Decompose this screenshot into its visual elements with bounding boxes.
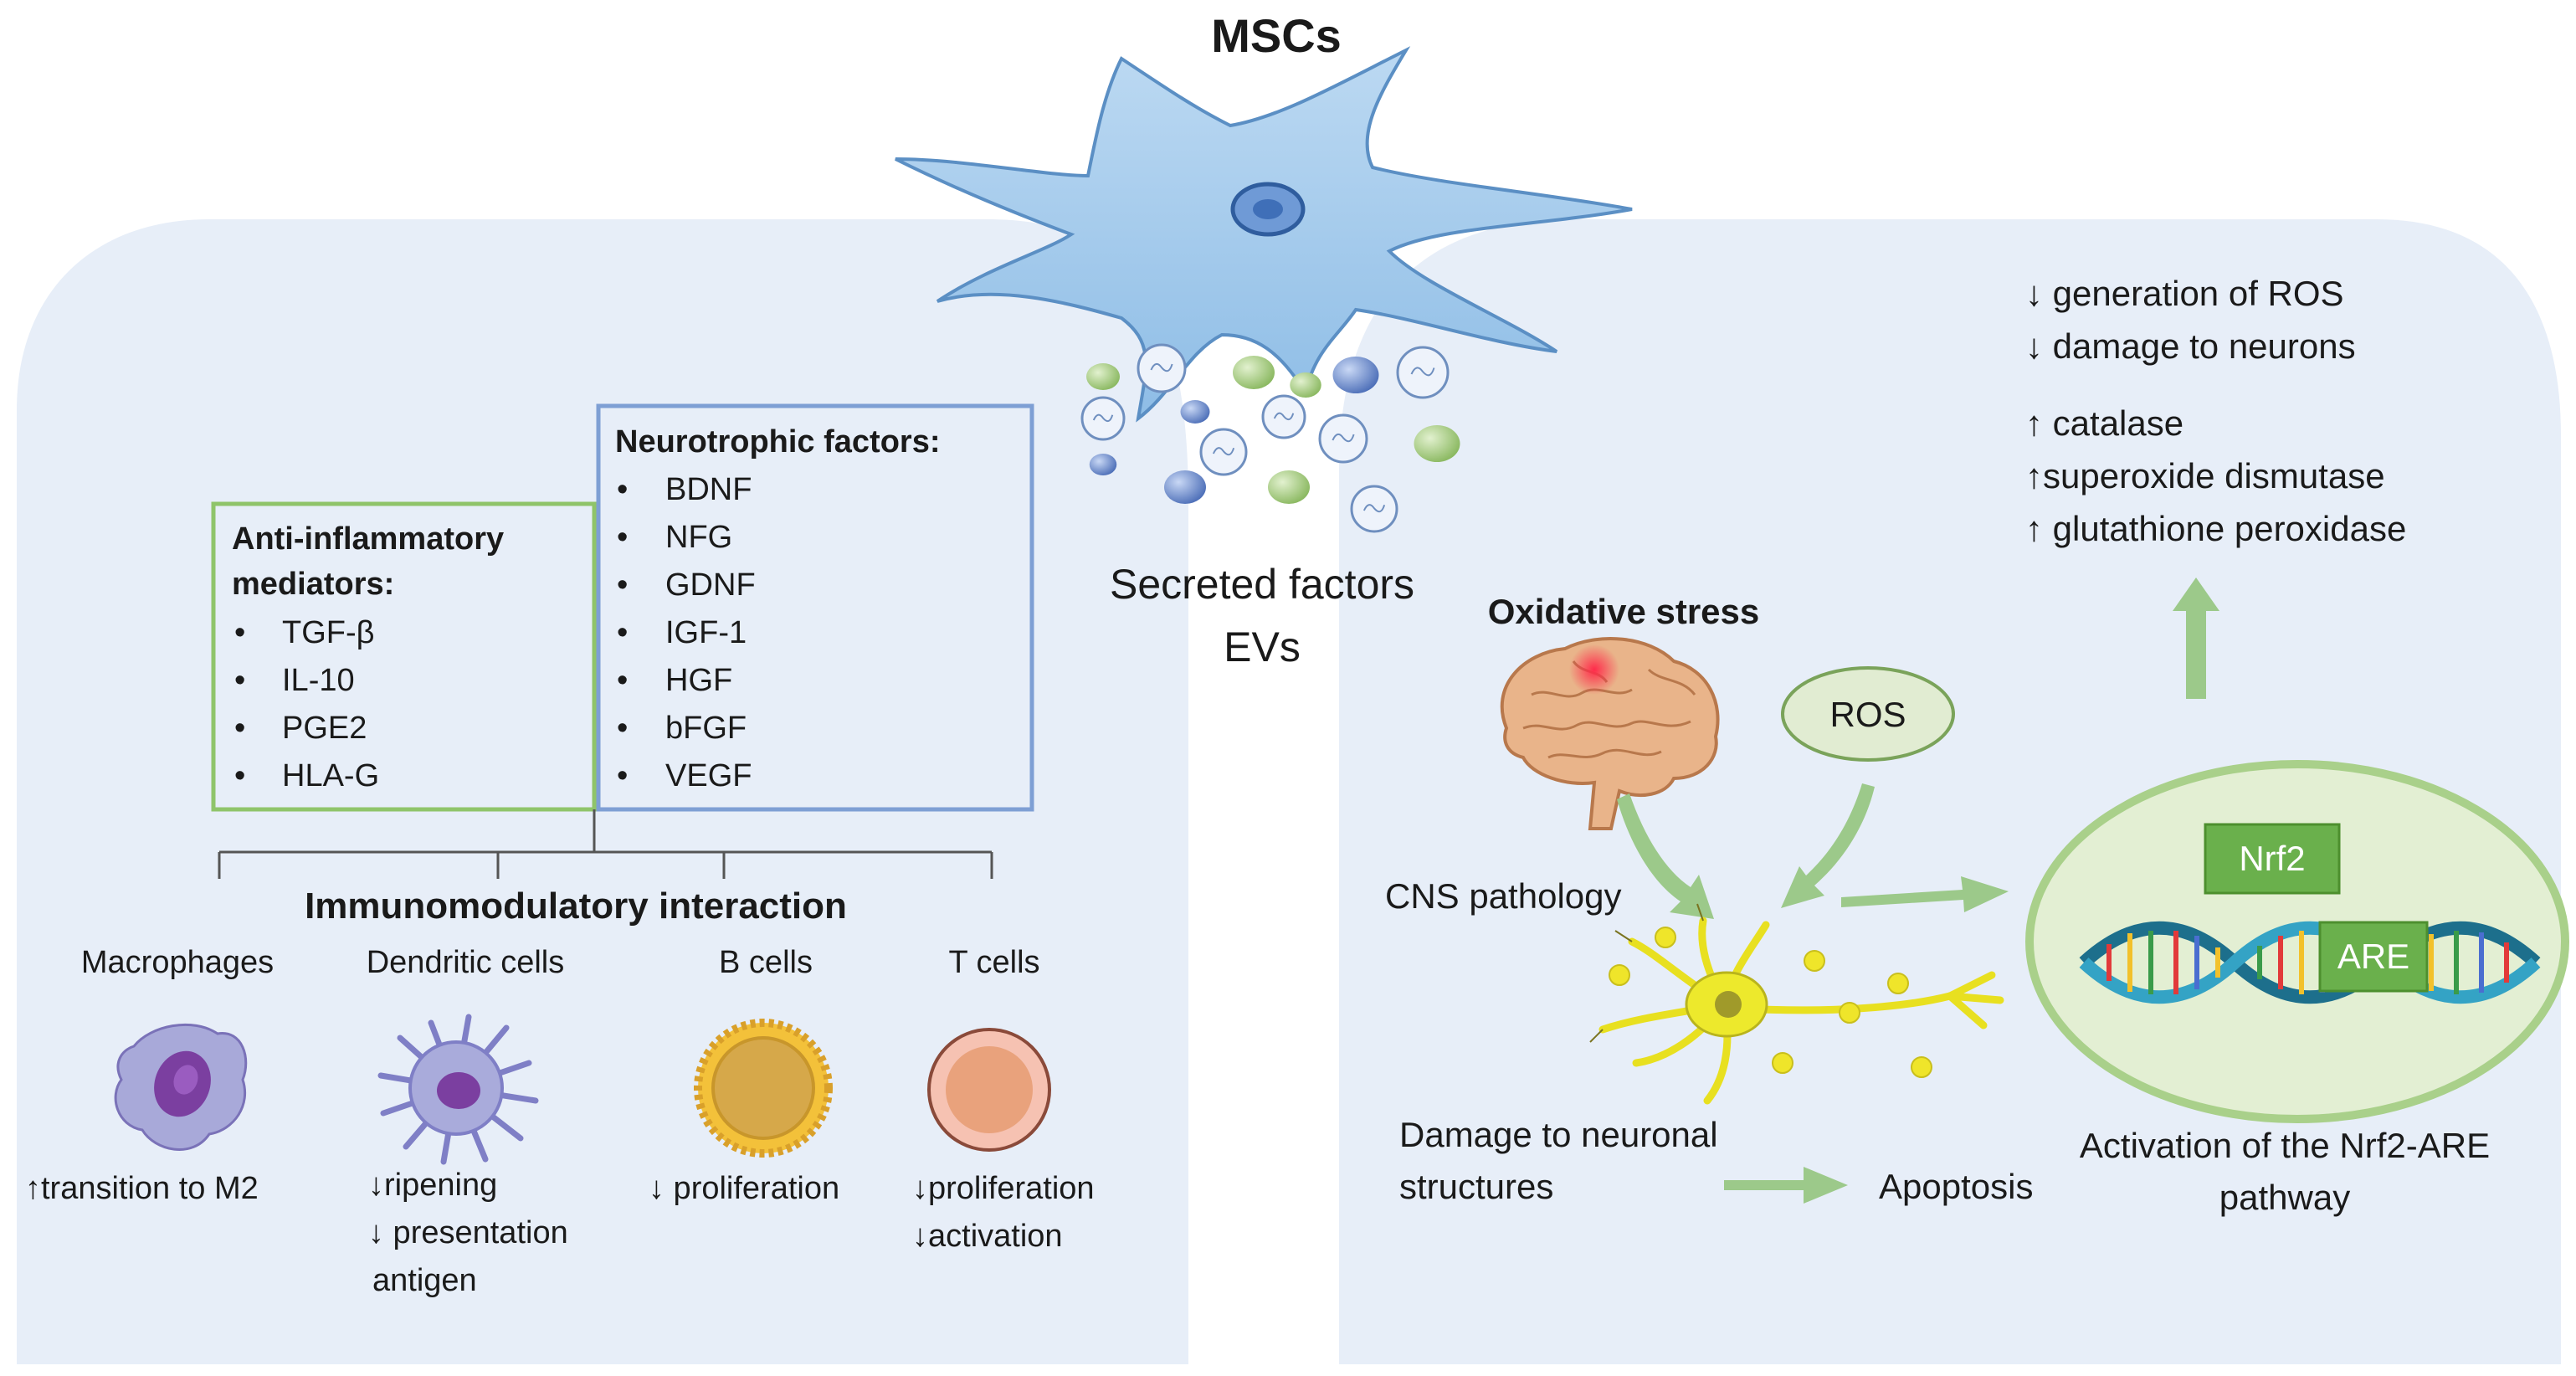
activation-label-line2: pathway: [2219, 1178, 2350, 1217]
nrf2-label: Nrf2: [2239, 839, 2305, 878]
anti-inflammatory-item: PGE2: [282, 711, 367, 746]
list-bullet: •: [617, 663, 628, 698]
secreted-factor-particle: [1086, 363, 1120, 390]
up-arrow: [2173, 578, 2219, 699]
anti-inflammatory-title-line1: Anti-inflammatory: [232, 521, 504, 557]
macrophage-illustration: [114, 1023, 248, 1151]
secreted-factor-particle: [1180, 400, 1210, 424]
anti-inflammatory-item: HLA-G: [282, 758, 379, 793]
list-bullet: •: [234, 615, 245, 650]
dendritic-effect-1: ↓ripening: [368, 1168, 497, 1203]
list-bullet: •: [617, 758, 628, 793]
are-box: ARE: [2318, 921, 2429, 993]
effect-up-catalase: ↑ catalase: [2025, 403, 2183, 443]
secreted-factor-particle: [1089, 454, 1117, 475]
neurotrophic-title: Neurotrophic factors:: [615, 424, 940, 460]
brain-illustration: [1500, 637, 1720, 830]
nrf2-box: Nrf2: [2204, 823, 2341, 895]
secreted-factors-label: Secreted factors: [1110, 561, 1414, 608]
neurotrophic-list: • BDNF • NFG • GDNF • IGF-1 • HGF • bFGF…: [617, 472, 756, 793]
vesicle-cargo: [1332, 434, 1355, 443]
neurotrophic-item: HGF: [665, 663, 732, 698]
neurotrophic-item: bFGF: [665, 711, 747, 746]
secreted-factor-particle: [1233, 356, 1275, 389]
list-bullet: •: [234, 663, 245, 698]
list-bullet: •: [234, 758, 245, 793]
evs-label: EVs: [1224, 624, 1301, 670]
neurotrophic-item: IGF-1: [665, 615, 747, 650]
neurotrophic-box: Neurotrophic factors: • BDNF • NFG • GDN…: [596, 403, 1034, 812]
damage-label-line1: Damage to neuronal: [1399, 1115, 1718, 1154]
anti-inflammatory-title-line2: mediators:: [232, 567, 394, 602]
secreted-factor-particle: [1290, 372, 1321, 398]
list-bullet: •: [617, 472, 628, 507]
b-cell-illustration: [694, 1019, 833, 1158]
dendritic-cell-illustration: [377, 1014, 539, 1165]
apoptosis-label: Apoptosis: [1879, 1167, 2033, 1206]
oxidative-stress-title: Oxidative stress: [1488, 592, 1760, 631]
msc-title: MSCs: [1211, 9, 1342, 62]
dna-helix-illustration: [2079, 921, 2541, 1004]
effect-down-damage: ↓ damage to neurons: [2025, 326, 2356, 366]
arrow-neuron-to-nucleus: [1841, 876, 2009, 912]
ros-label: ROS: [1829, 695, 1906, 734]
b-cells-label: B cells: [719, 945, 813, 980]
msc-nucleolus: [1253, 199, 1283, 219]
effect-up-sod: ↑superoxide dismutase: [2025, 456, 2385, 495]
immunomodulatory-title: Immunomodulatory interaction: [305, 886, 847, 927]
anti-inflammatory-item: TGF-β: [282, 615, 375, 650]
vesicle-cargo: [1410, 367, 1435, 377]
anti-inflammatory-box: Anti-inflammatory mediators: • TGF-β • I…: [211, 501, 597, 812]
cns-pathology-label: CNS pathology: [1385, 876, 1622, 916]
effect-up-gpx: ↑ glutathione peroxidase: [2025, 509, 2406, 548]
secreted-particles: [1080, 343, 1460, 533]
t-cells-label: T cells: [948, 945, 1039, 980]
vesicle-cargo: [1212, 447, 1235, 456]
b-cell-effect: ↓ proliferation: [649, 1171, 839, 1206]
neurotrophic-frame: [596, 403, 1034, 812]
macrophage-effect: ↑transition to M2: [25, 1171, 259, 1206]
vesicle-cargo: [1092, 413, 1114, 423]
t-cell-illustration: [927, 1028, 1051, 1152]
dendritic-effect-3: antigen: [372, 1263, 477, 1298]
activation-label-line1: Activation of the Nrf2-ARE: [2080, 1126, 2490, 1165]
neurotrophic-item: GDNF: [665, 567, 756, 603]
arrow-brain-to-neuron: [1617, 793, 1714, 919]
neuron-illustration: [1589, 903, 2004, 1105]
secreted-factor-particle: [1268, 470, 1310, 504]
damage-label-line2: structures: [1399, 1167, 1553, 1206]
neurotrophic-item: NFG: [665, 520, 732, 555]
list-bullet: •: [617, 711, 628, 746]
anti-inflammatory-item: IL-10: [282, 663, 355, 698]
dendritic-cells-label: Dendritic cells: [367, 945, 565, 980]
secreted-factor-particle: [1332, 357, 1379, 393]
anti-inflammatory-list: • TGF-β • IL-10 • PGE2 • HLA-G: [234, 615, 379, 793]
list-bullet: •: [617, 520, 628, 555]
dendritic-effect-2: ↓ presentation: [368, 1215, 568, 1250]
vesicle-cargo: [1150, 363, 1173, 372]
secreted-factor-particle: [1414, 425, 1460, 462]
list-bullet: •: [617, 567, 628, 603]
neurotrophic-item: VEGF: [665, 758, 752, 793]
vesicle-cargo: [1273, 412, 1295, 421]
arrow-damage-to-apoptosis: [1724, 1167, 1848, 1204]
arrow-ros-to-neuron: [1781, 783, 1875, 908]
anti-inflammatory-frame: [211, 501, 597, 812]
are-label: ARE: [2337, 937, 2409, 976]
t-cell-effect-2: ↓activation: [912, 1219, 1063, 1254]
vesicle-cargo: [1362, 504, 1386, 513]
list-bullet: •: [617, 615, 628, 650]
immunomodulatory-bracket: [218, 809, 993, 879]
t-cell-effect-1: ↓proliferation: [912, 1171, 1095, 1206]
ros-ellipse: ROS: [1781, 666, 1955, 762]
secreted-factor-particle: [1164, 470, 1206, 504]
neurotrophic-item: BDNF: [665, 472, 752, 507]
effect-down-ros: ↓ generation of ROS: [2025, 274, 2344, 313]
macrophages-label: Macrophages: [81, 945, 274, 980]
list-bullet: •: [234, 711, 245, 746]
msc-cell-illustration: [895, 46, 1633, 423]
nucleus-illustration: Nrf2 ARE: [2025, 760, 2569, 1123]
